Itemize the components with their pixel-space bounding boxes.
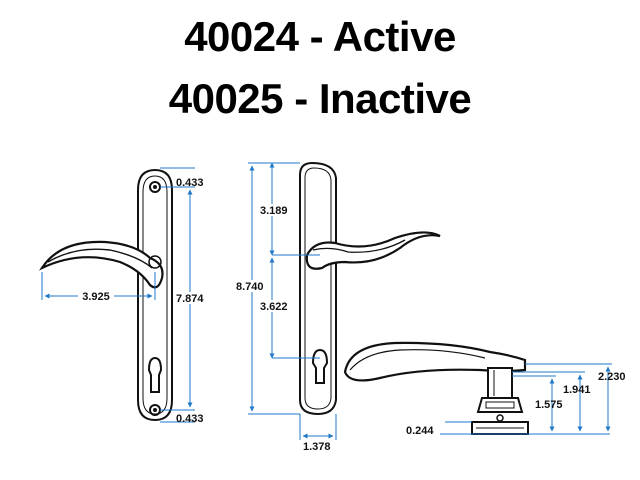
front-plate-inner (142, 175, 168, 415)
front-lever (38, 240, 164, 289)
profile-lever (343, 341, 527, 382)
dim-plate-width: 1.378 (303, 441, 331, 453)
dim-rose-projection: 1.941 (563, 384, 591, 396)
dim-overall-projection: 2.230 (598, 371, 626, 383)
dim-bottom-hole-offset: 0.433 (176, 413, 204, 425)
dim-top-to-lever: 3.189 (260, 205, 288, 217)
elevation-plate-outline (299, 161, 337, 416)
elevation-view: 8.740 3.189 3.622 1.378 (236, 161, 441, 453)
profile-shank (487, 367, 513, 399)
profile-view: 2.230 1.941 1.575 0.244 (343, 341, 626, 437)
title-line-active: 40024 - Active (184, 13, 456, 60)
dim-overall-height: 8.740 (236, 281, 264, 293)
dim-rose-thickness: 0.244 (406, 425, 434, 437)
title-line-inactive: 40025 - Inactive (168, 75, 472, 122)
dim-lever-length: 3.925 (82, 291, 110, 303)
dim-shank-height: 1.575 (535, 399, 563, 411)
front-view: 3.925 0.433 7.874 0.433 (38, 167, 208, 425)
dim-lever-to-cylinder: 3.622 (260, 301, 288, 313)
front-plate-outline (137, 168, 173, 422)
profile-rose (476, 397, 524, 413)
front-cylinder-hole (147, 356, 163, 393)
dim-hole-spacing: 7.874 (176, 293, 204, 305)
dim-top-hole-offset: 0.433 (176, 177, 204, 189)
elevation-cylinder-hole (311, 348, 329, 384)
